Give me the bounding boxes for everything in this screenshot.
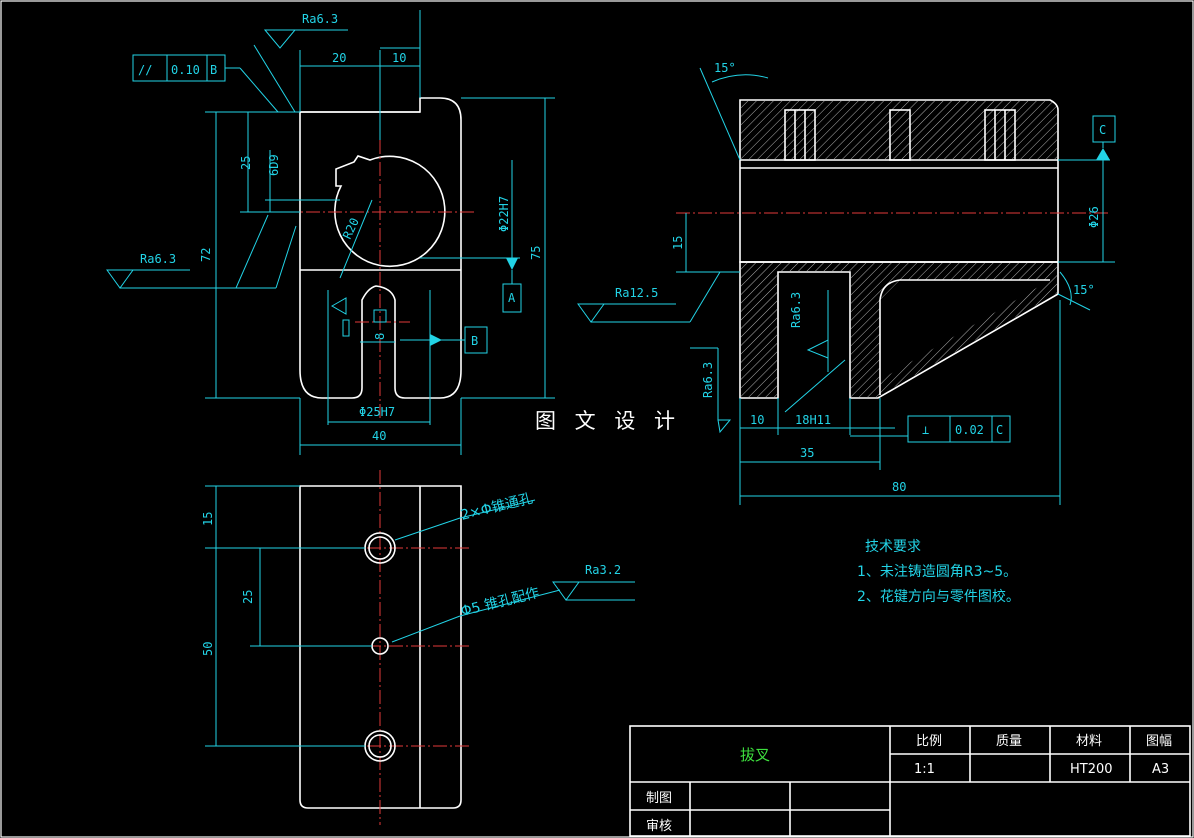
roughness-top-label: Ra6.3: [302, 12, 338, 26]
dim-v-25: 25: [241, 590, 255, 604]
datum-b-label: B: [471, 334, 478, 348]
dim-width-40: 40: [372, 429, 386, 443]
dim-keyway-6d9: 6D9: [267, 154, 281, 176]
dim-v-50: 50: [201, 642, 215, 656]
hole-note-2: Φ5 锥孔配作: [459, 585, 541, 620]
dim-bore-22h7: Φ22H7: [497, 196, 511, 232]
front-view: // 0.10 B Ra6.3 20 10 72 25 6D9 Ra6.3: [106, 10, 555, 455]
title-block: 拔叉 比例 质量 材料 图幅 1:1 HT200 A3 制图 审核: [629, 725, 1191, 837]
top-view: 15 50 25 2×Φ锥通孔 Φ5 锥孔配作 Ra3.2: [201, 470, 635, 825]
parallel-symbol: //: [138, 63, 152, 77]
dim-slot-18h11: 18H11: [795, 413, 831, 427]
tb-drawn-label: 制图: [646, 791, 672, 806]
angle-top-label: 15°: [714, 61, 736, 75]
datum-c-label: C: [1099, 123, 1106, 137]
roughness-top-view-label: Ra3.2: [585, 563, 621, 577]
dim-radius-r20: R20: [340, 216, 362, 242]
dim-height-75: 75: [529, 246, 543, 260]
dim-v-15: 15: [201, 512, 215, 526]
watermark-text: 图 文 设 计: [535, 409, 681, 433]
angle-right-label: 15°: [1073, 283, 1095, 297]
dim-bore-25h7: Φ25H7: [359, 405, 395, 419]
perp-tolerance: 0.02: [955, 423, 984, 437]
tb-header-mass: 质量: [996, 734, 1022, 749]
roughness-slot-label: Ra6.3: [701, 362, 715, 398]
tech-requirements: 技术要求 1、未注铸造圆角R3~5。 2、花键方向与零件图校。: [857, 539, 1020, 605]
roughness-left-label: Ra6.3: [140, 252, 176, 266]
dim-width-10: 10: [750, 413, 764, 427]
dim-dia-26: Φ26: [1087, 206, 1101, 228]
dim-slot-8: 8: [373, 333, 387, 340]
dim-height-25: 25: [239, 156, 253, 170]
hole-note-1: 2×Φ锥通孔: [459, 491, 534, 524]
datum-a-label: A: [508, 291, 516, 305]
roughness-inner-label: Ra6.3: [789, 292, 803, 328]
tech-req-title: 技术要求: [865, 539, 921, 555]
parallel-tolerance: 0.10: [171, 63, 200, 77]
dim-height-15: 15: [671, 236, 685, 250]
tb-checked-label: 审核: [646, 819, 672, 834]
dim-top-10: 10: [392, 51, 406, 65]
perp-symbol: ⊥: [922, 423, 929, 437]
parallel-datum: B: [210, 63, 217, 77]
dim-height-72: 72: [199, 248, 213, 262]
tb-value-size: A3: [1152, 762, 1169, 777]
perp-datum: C: [996, 423, 1003, 437]
part-name: 拔叉: [740, 746, 770, 764]
side-view: 15° C Φ26 15 Ra12.5 15° Ra6.3 Ra6.3: [577, 61, 1116, 505]
tech-req-item-1: 1、未注铸造圆角R3~5。: [857, 564, 1017, 580]
dim-top-20: 20: [332, 51, 346, 65]
tech-req-item-2: 2、花键方向与零件图校。: [857, 588, 1020, 605]
tb-value-scale: 1:1: [914, 762, 935, 777]
tb-header-material: 材料: [1076, 734, 1102, 749]
dim-length-35: 35: [800, 446, 814, 460]
tb-header-scale: 比例: [916, 734, 942, 749]
roughness-ra125-label: Ra12.5: [615, 286, 658, 300]
tb-header-size: 图幅: [1146, 734, 1172, 749]
tb-value-material: HT200: [1070, 762, 1113, 777]
dim-length-80: 80: [892, 480, 906, 494]
